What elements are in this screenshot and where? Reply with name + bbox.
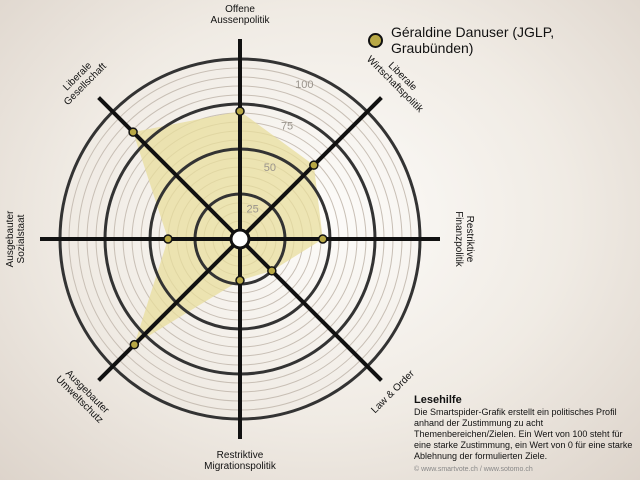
axis-line xyxy=(238,237,383,382)
axis-label-line: Ausgebauter xyxy=(5,210,16,267)
axis-label-line: Sozialstaat xyxy=(16,214,27,263)
center-circle xyxy=(229,228,251,250)
axis-line xyxy=(97,96,242,241)
ring-label: 25 xyxy=(247,204,259,216)
axis-label-line: Migrationspolitik xyxy=(204,461,277,472)
ring-label: 75 xyxy=(281,120,293,132)
axis-label-line: Finanzpolitik xyxy=(453,211,464,268)
legend: Géraldine Danuser (JGLP, Graubünden) xyxy=(368,24,640,56)
reading-guide: Lesehilfe Die Smartspider-Grafik erstell… xyxy=(414,394,640,462)
ring-label: 100 xyxy=(295,79,313,91)
axis-label-line: Aussenpolitik xyxy=(211,15,271,26)
axis-label-line: Offene xyxy=(225,4,255,15)
axis-line xyxy=(97,237,242,382)
data-point xyxy=(318,234,328,244)
axis-label-line: Restriktive xyxy=(217,450,264,461)
data-point xyxy=(235,275,245,286)
data-point xyxy=(235,106,245,116)
data-point xyxy=(129,339,140,350)
ring-label: 50 xyxy=(264,162,276,174)
axis-label-line: Restriktive xyxy=(464,216,475,263)
copyright-note: © www.smartvote.ch / www.sotomo.ch xyxy=(414,466,533,473)
data-point xyxy=(128,127,138,137)
legend-marker xyxy=(368,32,383,48)
data-point xyxy=(309,160,319,170)
data-point xyxy=(163,234,173,244)
reading-guide-text: Die Smartspider-Grafik erstellt ein poli… xyxy=(414,407,633,461)
reading-guide-title: Lesehilfe xyxy=(414,394,462,406)
data-point xyxy=(267,266,277,276)
legend-label: Géraldine Danuser (JGLP, Graubünden) xyxy=(390,24,555,56)
